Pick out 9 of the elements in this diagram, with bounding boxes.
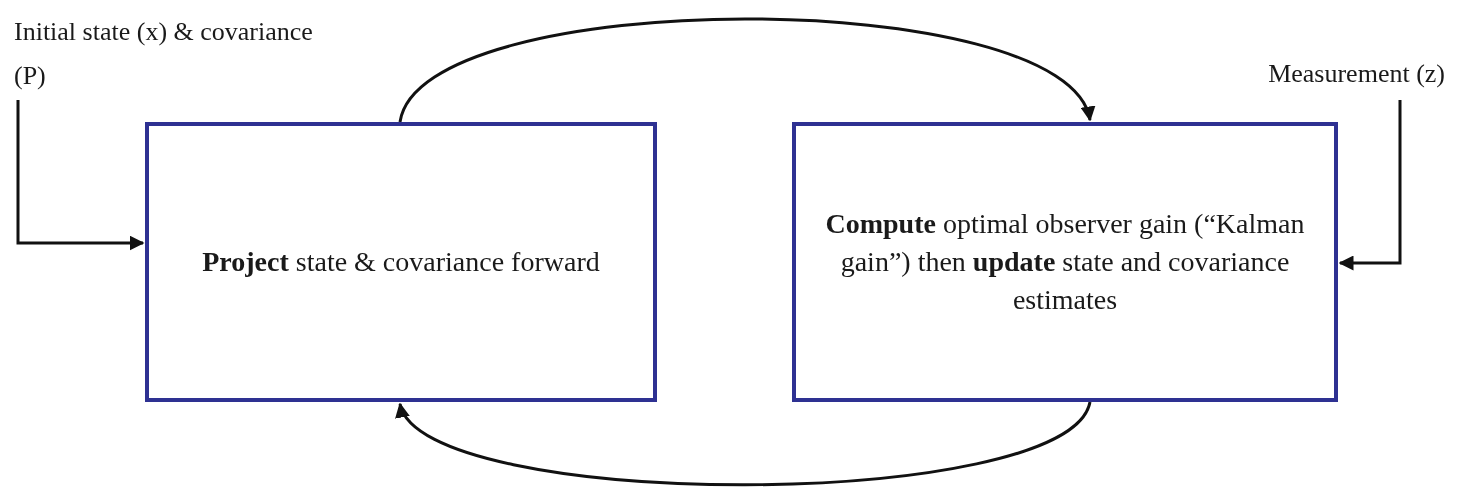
process-box bbox=[145, 122, 657, 402]
arrow bbox=[398, 401, 1092, 487]
box-text: Project state & covariance forward bbox=[202, 245, 600, 279]
box-text: Compute optimal observer gain (“Kalman gain”) then update state and covariance estimates bbox=[824, 207, 1306, 317]
box-text: Measurement (z) bbox=[1267, 58, 1445, 90]
arrow bbox=[16, 100, 145, 251]
arrow bbox=[1338, 100, 1402, 271]
process-box bbox=[792, 122, 1338, 402]
box-text: Initial state (x) & covariance (P) bbox=[14, 16, 314, 92]
